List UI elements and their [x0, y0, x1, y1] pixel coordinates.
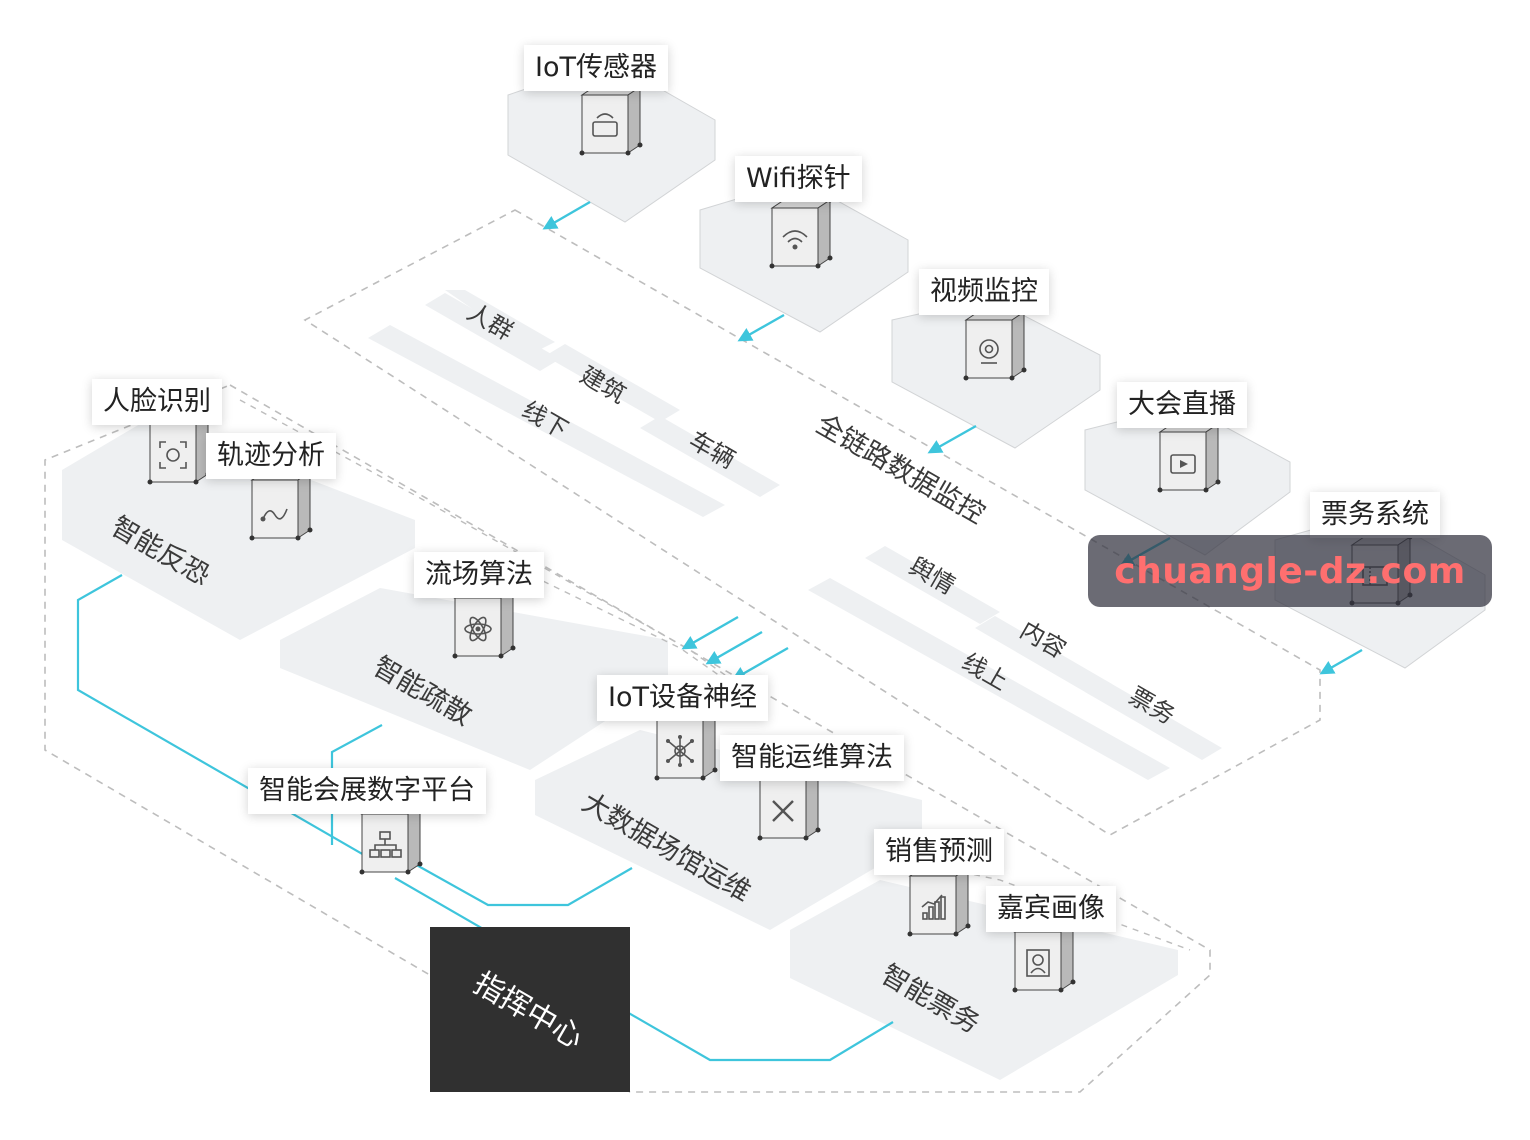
- device-box: [579, 84, 643, 156]
- tools-icon: [772, 800, 794, 822]
- platform-area-boundary: [44, 384, 1211, 1093]
- device-box: [769, 197, 833, 269]
- portrait-icon: [1026, 949, 1050, 977]
- bar-chart-icon: [921, 894, 946, 920]
- neural-icon: [666, 735, 694, 767]
- label-guest-profile: 嘉宾画像: [986, 886, 1116, 932]
- strip-building: [545, 344, 680, 422]
- strip-online-base: [808, 578, 1170, 780]
- panel-evacuation: [280, 588, 668, 770]
- label-iot-sensor: IoT传感器: [524, 45, 668, 91]
- label-sales-forecast: 销售预测: [874, 829, 1004, 875]
- label-live-broadcast: 大会直播: [1117, 382, 1247, 428]
- device-box: [1012, 921, 1076, 993]
- strip-content: [975, 616, 1112, 696]
- device-box: [963, 309, 1027, 381]
- online-strips: [808, 546, 1222, 780]
- atom-icon: [464, 616, 492, 642]
- label-ticket-system: 票务系统: [1310, 492, 1440, 538]
- camera-icon: [979, 339, 999, 364]
- network-icon: [369, 831, 402, 858]
- tv-icon: [1170, 454, 1196, 474]
- label-flow-field: 流场算法: [414, 552, 544, 598]
- offline-strips: [368, 290, 780, 517]
- device-box: [359, 803, 423, 875]
- label-wifi-probe: Wifi探针: [735, 156, 862, 202]
- label-iot-neural: IoT设备神经: [597, 675, 768, 721]
- trajectory-icon: [260, 508, 288, 522]
- operation-arrows: [681, 615, 789, 681]
- strip-crowd: [425, 293, 560, 371]
- label-video-monitor: 视频监控: [919, 269, 1049, 315]
- connector-anti-terror: [76, 574, 391, 871]
- device-box: [1157, 421, 1221, 493]
- label-digital-platform: 智能会展数字平台: [248, 768, 486, 814]
- device-box: [249, 469, 313, 541]
- label-trajectory-analysis: 轨迹分析: [206, 433, 336, 479]
- command-center-block: [430, 927, 630, 1092]
- label-face-recognition: 人脸识别: [92, 379, 222, 425]
- wifi-icon: [782, 230, 808, 250]
- strip-opinion: [865, 546, 1000, 624]
- strip-offline-base: [368, 325, 725, 517]
- strip-ticketing: [1085, 680, 1222, 760]
- device-box: [907, 865, 971, 937]
- connector-operations: [403, 857, 633, 907]
- strip-vehicle: [640, 416, 780, 497]
- router-icon: [592, 113, 618, 137]
- label-smart-ops: 智能运维算法: [720, 735, 904, 781]
- watermark: chuangle-dz.com: [1088, 535, 1492, 607]
- face-scan-icon: [159, 441, 187, 469]
- device-box: [452, 587, 516, 659]
- connector-evacuation: [330, 724, 383, 845]
